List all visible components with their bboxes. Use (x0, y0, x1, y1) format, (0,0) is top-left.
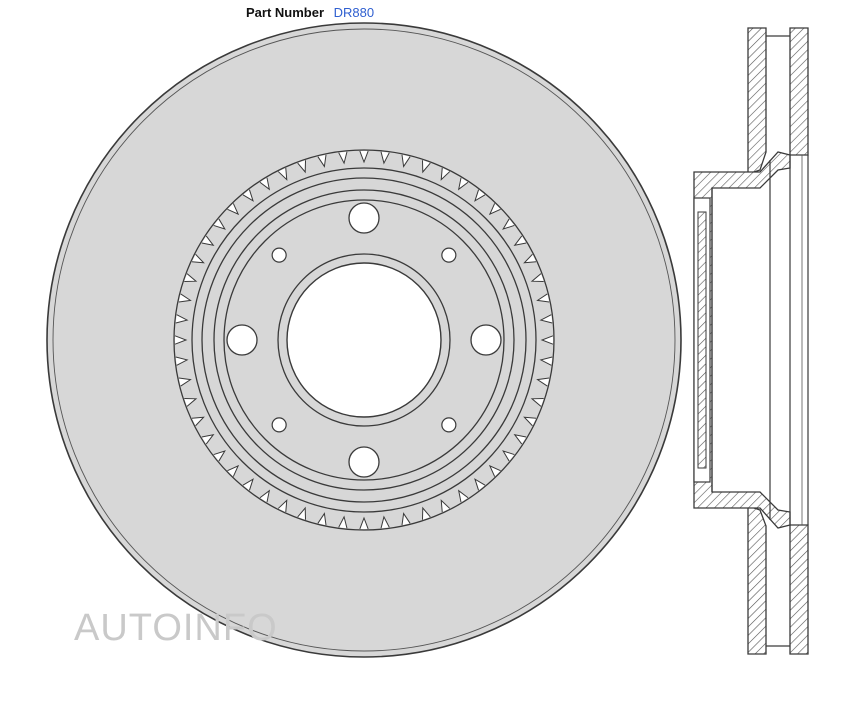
bolt-holes (226, 202, 502, 478)
center-bore-ring (277, 253, 451, 427)
watermark-text: AUTOINFO (74, 607, 278, 649)
center-bore (286, 262, 442, 418)
hub-ring-outer (191, 167, 537, 513)
vent-notch (401, 154, 411, 168)
vent-notch (297, 160, 307, 174)
hub-ring-3 (213, 189, 515, 491)
vent-notch (178, 377, 192, 387)
vent-notch (317, 512, 327, 526)
vent-notch (175, 314, 189, 324)
vent-notch (338, 515, 348, 529)
side-section-view (693, 27, 809, 655)
vent-notch (178, 293, 192, 303)
section-right-face-lower (789, 524, 809, 655)
vent-notch (474, 478, 486, 491)
vent-notch (474, 189, 486, 202)
large-bolt-hole (226, 324, 258, 356)
vent-notch (213, 218, 226, 230)
small-hole (441, 247, 457, 263)
section-left-face-upper (747, 27, 767, 175)
friction-inner-edge (173, 149, 555, 531)
vent-notch (536, 377, 550, 387)
small-hole (271, 247, 287, 263)
vent-notch (259, 177, 271, 191)
vent-notch (213, 450, 226, 462)
vent-notch (338, 151, 348, 165)
vent-notch (297, 506, 307, 520)
vent-notch (175, 356, 189, 366)
vent-notch (488, 203, 501, 216)
vent-notch (513, 235, 527, 247)
vent-notch (523, 253, 537, 264)
vent-notch (259, 489, 271, 503)
small-hole (271, 417, 287, 433)
vent-notch (359, 516, 369, 530)
hub-face-edge (223, 199, 505, 481)
vent-notch (457, 489, 469, 503)
section-left-face-lower (747, 505, 767, 655)
vent-notch (184, 397, 198, 407)
vent-notch (184, 273, 198, 283)
vent-notch (242, 189, 254, 202)
vent-notch (191, 253, 205, 264)
vent-notch (421, 506, 431, 520)
vent-notch (539, 356, 553, 366)
vent-notch (440, 499, 451, 513)
vent-notch (359, 150, 369, 164)
part-number-label: Part Number (246, 5, 325, 20)
vent-notch (277, 499, 288, 513)
vent-notch (488, 464, 501, 477)
vent-notch (191, 416, 205, 427)
vent-notch (530, 397, 544, 407)
small-hole (441, 417, 457, 433)
vent-notch (457, 177, 469, 191)
vent-notch (174, 335, 188, 345)
vent-notch (523, 416, 537, 427)
front-view (46, 22, 682, 658)
disc-outer-ring-line (52, 28, 676, 652)
vent-notch (530, 273, 544, 283)
section-right-face-upper (789, 27, 809, 156)
vent-notch (242, 478, 254, 491)
vent-notch (540, 335, 554, 345)
part-number-value: DR880 (333, 5, 375, 20)
vent-notch (502, 218, 515, 230)
large-bolt-hole (348, 202, 380, 234)
vent-notch (421, 160, 431, 174)
vent-notch (536, 293, 550, 303)
vent-notch (401, 512, 411, 526)
vent-notch (440, 167, 451, 181)
vent-notch (539, 314, 553, 324)
vent-notches (174, 150, 554, 530)
section-hub-recess (697, 211, 707, 469)
large-bolt-hole (470, 324, 502, 356)
vent-notch (317, 154, 327, 168)
vent-notch (227, 203, 240, 216)
vent-notch (201, 433, 215, 445)
vent-notch (227, 464, 240, 477)
vent-notch (513, 433, 527, 445)
hub-ring-2 (201, 177, 527, 503)
large-bolt-hole (348, 446, 380, 478)
vent-notch (201, 235, 215, 247)
vent-notch (380, 515, 390, 529)
vent-notch (277, 167, 288, 181)
vent-notch (502, 450, 515, 462)
part-number-row: Part Number DR880 (246, 5, 374, 20)
vent-notch (380, 151, 390, 165)
